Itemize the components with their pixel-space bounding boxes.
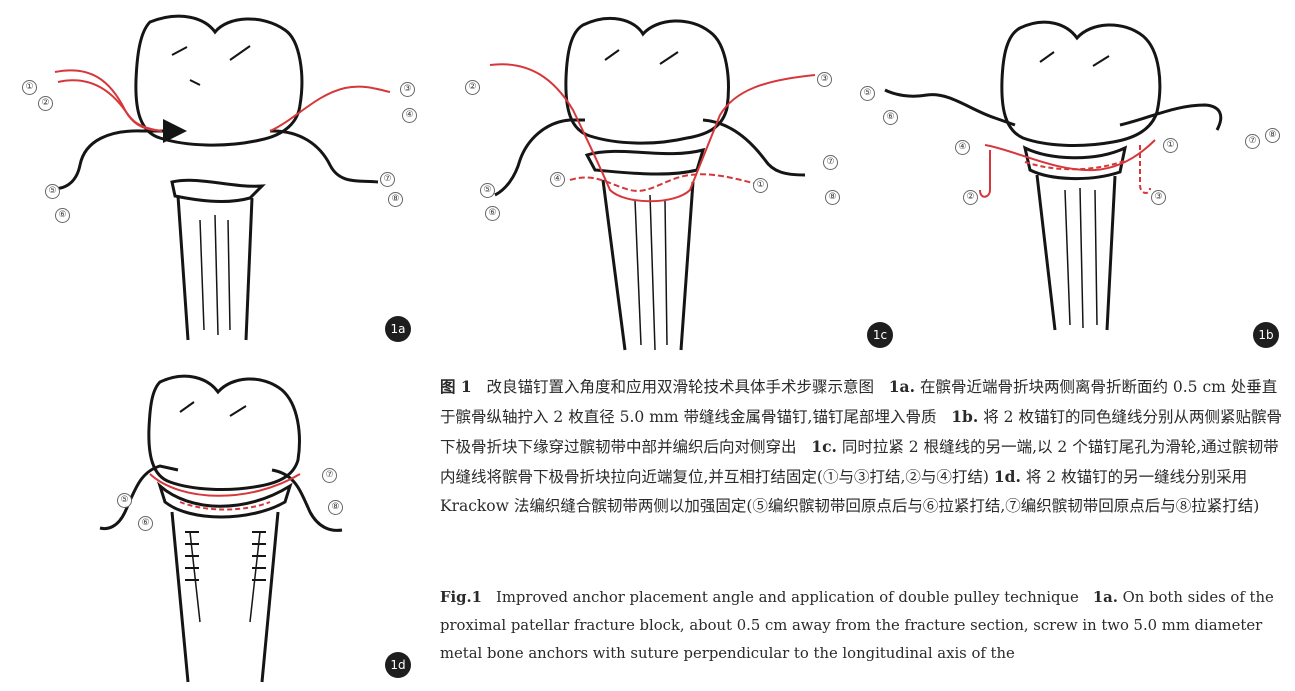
caption-tag-1a: 1a.	[889, 377, 915, 396]
figure-panel-1d: ⑤ ⑥ ⑦ ⑧ 1d	[0, 362, 425, 691]
marker-7: ⑦	[380, 172, 395, 187]
marker-8: ⑧	[825, 190, 840, 205]
caption-tag-1c: 1c.	[811, 437, 837, 456]
marker-4: ④	[550, 172, 565, 187]
figure-caption-chinese: 图 1 改良锚钉置入角度和应用双滑轮技术具体手术步骤示意图 1a. 在髌骨近端骨…	[440, 372, 1290, 521]
marker-8: ⑧	[388, 192, 403, 207]
panel-1a-drawing	[0, 0, 425, 355]
figure-panel-1b-middle: ② ③ ④ ① ⑤ ⑥ ⑦ ⑧	[435, 0, 850, 360]
marker-6: ⑥	[485, 206, 500, 221]
figure-panel-1c: ⑤ ⑥ ⑦ ⑧ ④ ① ② ③ 1c 1b	[855, 0, 1295, 355]
marker-1: ①	[22, 80, 37, 95]
marker-4: ④	[955, 140, 970, 155]
marker-5: ⑤	[480, 183, 495, 198]
figure-caption-english: Fig.1 Improved anchor placement angle an…	[440, 584, 1290, 668]
marker-1: ①	[753, 178, 768, 193]
caption-tag-1d: 1d.	[994, 467, 1021, 486]
figure-number-en: Fig.1	[440, 589, 482, 606]
panel-1c-drawing	[855, 0, 1295, 355]
marker-3: ③	[1151, 190, 1166, 205]
marker-3: ③	[400, 82, 415, 97]
marker-3: ③	[817, 72, 832, 87]
marker-2: ②	[38, 96, 53, 111]
marker-5: ⑤	[117, 493, 132, 508]
marker-6: ⑥	[883, 110, 898, 125]
marker-6: ⑥	[55, 208, 70, 223]
marker-8: ⑧	[328, 500, 343, 515]
panel-label-1d: 1d	[385, 652, 411, 678]
panel-middle-drawing	[435, 0, 850, 360]
figure-title: 改良锚钉置入角度和应用双滑轮技术具体手术步骤示意图	[486, 378, 874, 396]
panel-label-1a: 1a	[385, 316, 411, 342]
marker-5: ⑤	[45, 184, 60, 199]
marker-7: ⑦	[322, 468, 337, 483]
marker-8: ⑧	[1265, 128, 1280, 143]
caption-tag-1b: 1b.	[951, 407, 978, 426]
caption-tag-1a-en: 1a.	[1093, 589, 1118, 606]
panel-label-1b: 1b	[1253, 322, 1279, 348]
figure-number: 图 1	[440, 377, 472, 396]
marker-1: ①	[1163, 138, 1178, 153]
marker-2: ②	[465, 80, 480, 95]
marker-7: ⑦	[823, 155, 838, 170]
marker-5: ⑤	[860, 86, 875, 101]
marker-2: ②	[963, 190, 978, 205]
marker-4: ④	[402, 108, 417, 123]
marker-6: ⑥	[138, 516, 153, 531]
figure-panel-1a: ① ② ③ ④ ⑤ ⑥ ⑦ ⑧ 1a	[0, 0, 425, 355]
marker-7: ⑦	[1245, 134, 1260, 149]
panel-label-1c: 1c	[867, 322, 893, 348]
figure-title-en: Improved anchor placement angle and appl…	[496, 589, 1079, 606]
panel-1d-drawing	[0, 362, 425, 691]
